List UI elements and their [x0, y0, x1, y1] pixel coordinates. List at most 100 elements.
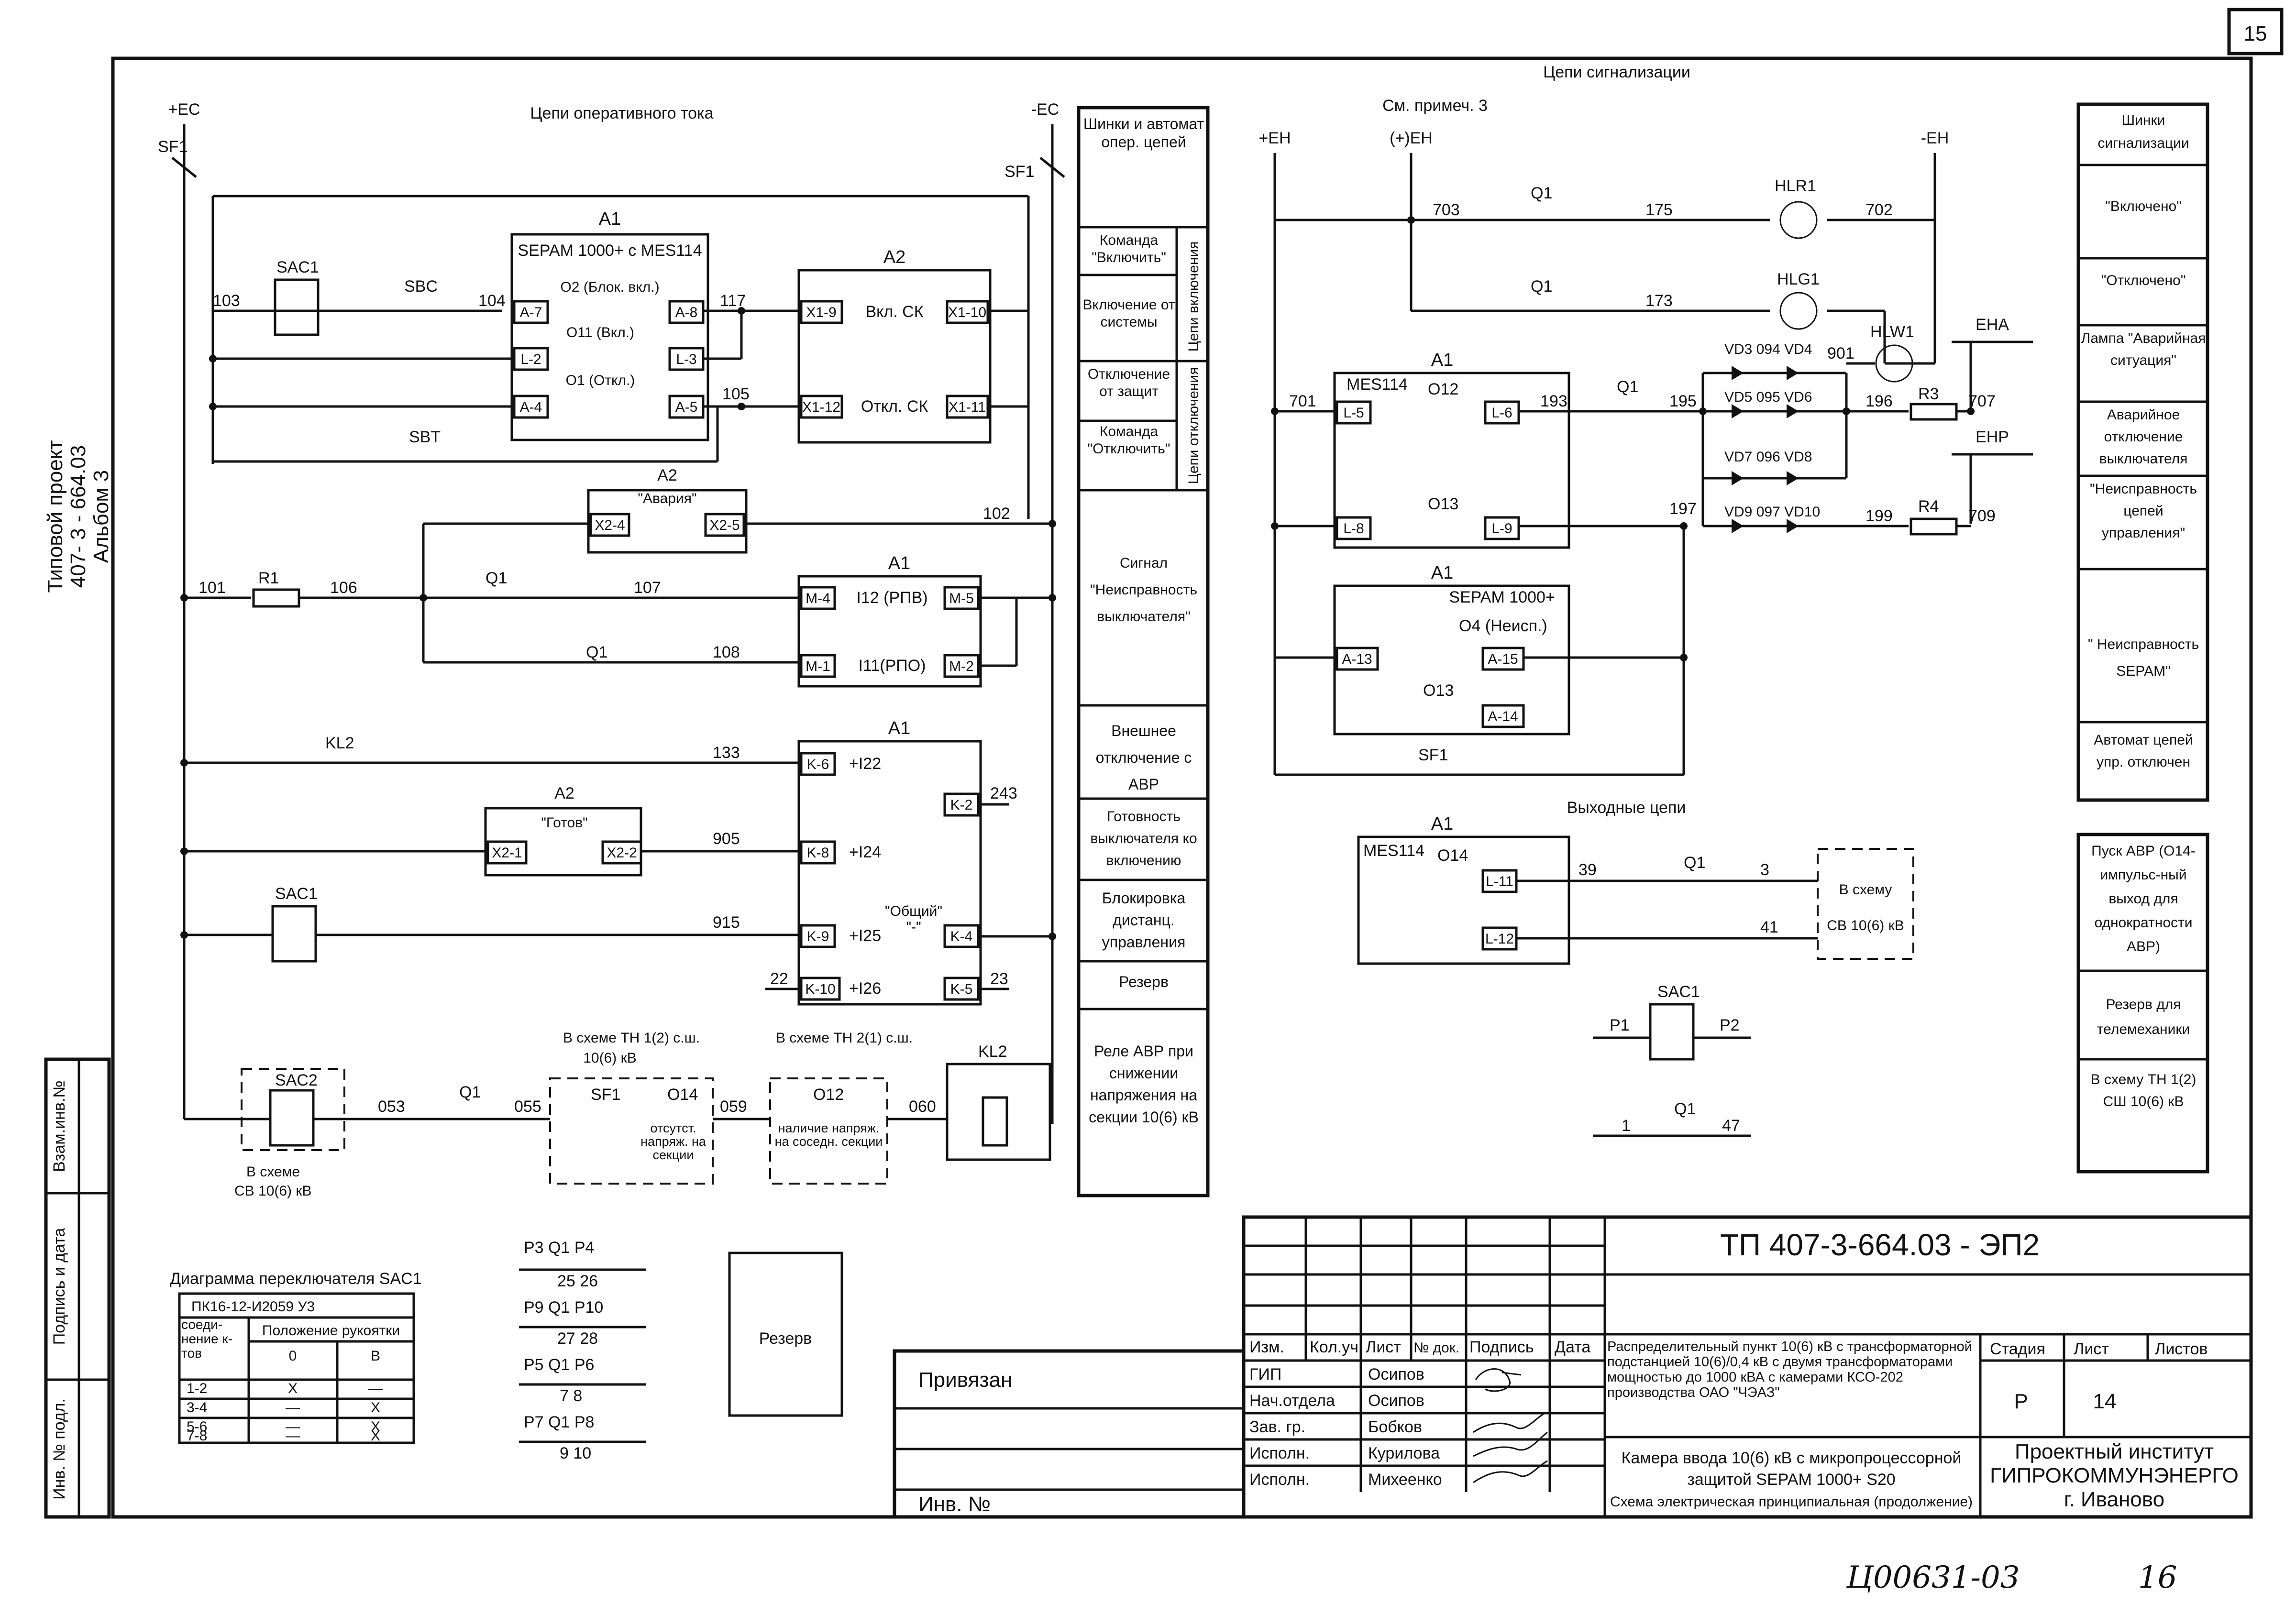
a2-avaria-title: A2	[657, 466, 677, 484]
adjacent-voltage-note: наличие напряж. на соседн. секции	[774, 1121, 883, 1149]
legend-right-0: Шинки сигнализации	[2097, 112, 2189, 151]
wire-106: 106	[330, 579, 357, 597]
hlr1-label: HLR1	[1775, 177, 1816, 195]
sac1-rows: 1-2 X — 3-4 — X 5-6 — X 7-8 — X	[187, 1381, 383, 1444]
bus-ehp-label: EHP	[1976, 428, 2009, 446]
sac1-row-2-posb: X	[371, 1400, 380, 1416]
tb-name-2: Бобков	[1368, 1418, 1422, 1436]
q1-out-label: Q1	[1684, 854, 1705, 872]
sac1-row-1-posb: —	[368, 1381, 383, 1396]
bus-eh-paren-label: (+)EH	[1390, 129, 1433, 147]
svg-text:M-1: M-1	[806, 659, 830, 674]
diode-vd9	[1732, 519, 1744, 533]
sac1-top-label: SAC1	[276, 258, 319, 276]
wire-703: 703	[1433, 201, 1460, 219]
legend-left-7: Готовность выключателя ко включению	[1090, 809, 1197, 868]
bus-ec-plus-label: +EC	[168, 100, 200, 119]
org-line-3: г. Иваново	[2064, 1488, 2164, 1511]
wire-905: 905	[713, 830, 740, 848]
sac2-label: SAC2	[275, 1071, 318, 1089]
terminal-a15	[1481, 647, 1525, 671]
svg-text:X1-10: X1-10	[948, 305, 986, 320]
diode-vd7	[1732, 471, 1744, 485]
aux-row-1: P3 Q1 P4	[524, 1239, 594, 1257]
signature-4	[1473, 1460, 1548, 1483]
svg-text:A-7: A-7	[520, 305, 542, 320]
sac1-row-3-posb: X	[371, 1419, 380, 1435]
kl2-relay-label: KL2	[978, 1043, 1007, 1061]
handwritten-code: Ц00631-03	[1846, 1560, 2020, 1595]
sepam-mes114-label: SEPAM 1000+ с MES114	[518, 242, 702, 260]
terminal-k8	[800, 840, 836, 865]
avaria-label: "Авария"	[638, 491, 696, 506]
o11-contact-label: O11 (Вкл.)	[566, 325, 634, 340]
svg-text:K-5: K-5	[950, 981, 973, 997]
terminal-k4	[943, 924, 980, 948]
diode-vd6	[1787, 404, 1799, 418]
hlg1-label: HLG1	[1777, 270, 1820, 288]
stamp-signature-date: Подпись и дата	[50, 1228, 68, 1345]
resistor-r3	[1910, 403, 1958, 421]
terminal-l9	[1484, 516, 1520, 540]
tb-head-2: Лист	[1366, 1338, 1401, 1356]
terminal-m5	[943, 586, 980, 610]
legend-left-3: Отключение от защит	[1087, 366, 1170, 399]
legend-right-2: "Отключено"	[2101, 273, 2186, 288]
svg-text:X1-11: X1-11	[949, 399, 986, 415]
r1-label: R1	[258, 569, 279, 587]
operating-circuit: +EC -EC SF1 SF1 103 SAC1 SBC 104 SBT A1 …	[158, 100, 1065, 1199]
legend-right-7: Автомат цепей упр. отключен	[2094, 732, 2193, 770]
signature-3	[1473, 1431, 1548, 1457]
sf1-left-label: SF1	[158, 138, 188, 156]
resistor-r1	[252, 588, 300, 608]
stage-value: Р	[2014, 1390, 2028, 1413]
signaling-circuit: +EH (+)EH -EH См. примеч. 3 703 Q1 175 7…	[1258, 97, 2033, 1137]
svg-text:K-6: K-6	[807, 757, 829, 772]
wire-102: 102	[983, 505, 1010, 523]
operating-circuits-title: Цепи оперативного тока	[530, 104, 713, 122]
svg-text:A-8: A-8	[675, 305, 698, 320]
terminal-k9	[800, 924, 836, 948]
svg-text:X2-5: X2-5	[709, 517, 740, 533]
sheet-title-2: защитой SEPAM 1000+ S20	[1687, 1471, 1895, 1489]
lamp-hlg1	[1779, 292, 1818, 330]
sf1-tn-label: SF1	[591, 1086, 620, 1104]
bus-eha-label: EHA	[1976, 316, 2009, 334]
svg-text:L-2: L-2	[520, 351, 541, 367]
signature-1	[1475, 1368, 1522, 1392]
legend-left-0: Шинки и автомат опер. цепей	[1083, 115, 1204, 151]
signaling-circuits-title: Цепи сигнализации	[1543, 63, 1690, 81]
q1-sig-label-2: Q1	[1531, 277, 1552, 296]
wire-104: 104	[478, 292, 506, 310]
sv-box-label: В схему	[1839, 882, 1892, 898]
sac1-p-switch	[1649, 1003, 1695, 1061]
sbt-label: SBT	[409, 428, 441, 446]
svg-text:L-3: L-3	[676, 351, 696, 367]
sac1-top-switch	[274, 278, 320, 336]
svg-text:X2-1: X2-1	[492, 845, 522, 861]
sheet-title-3: Схема электрическая принципиальная (прод…	[1610, 1494, 1973, 1510]
wire-3: 3	[1760, 861, 1769, 879]
legend-left-4: Команда "Отключить"	[1087, 424, 1170, 457]
wire-059: 059	[720, 1098, 747, 1116]
r3-label: R3	[1918, 385, 1939, 403]
legend-left-6: Внешнее отключение с АВР	[1095, 722, 1192, 793]
q1-label-sac2: Q1	[459, 1083, 481, 1101]
o2-contact-label: O2 (Блок. вкл.)	[560, 279, 659, 295]
kl2-coil	[982, 1096, 1008, 1147]
reserve-box	[728, 1252, 843, 1417]
sv-scheme-label: В схеме	[246, 1164, 300, 1180]
tb-role-0: ГИП	[1249, 1365, 1281, 1383]
terminal-x1-9	[800, 300, 843, 324]
sac1-row-4-conn: 7-8	[187, 1428, 207, 1444]
aux-row-4: P7 Q1 P8	[524, 1413, 594, 1431]
wire-055: 055	[514, 1098, 541, 1116]
a1-label-o4: A1	[1431, 563, 1453, 583]
sac1-row-4-posb: X	[371, 1428, 380, 1444]
terminal-a4	[513, 395, 549, 419]
sbc-label: SBC	[404, 277, 438, 296]
vd9-label: VD9 097 VD10	[1724, 504, 1820, 520]
sac1-mid-switch	[271, 905, 317, 963]
kl2-contact-label: KL2	[325, 734, 354, 752]
lamp-hlr1	[1779, 201, 1818, 239]
